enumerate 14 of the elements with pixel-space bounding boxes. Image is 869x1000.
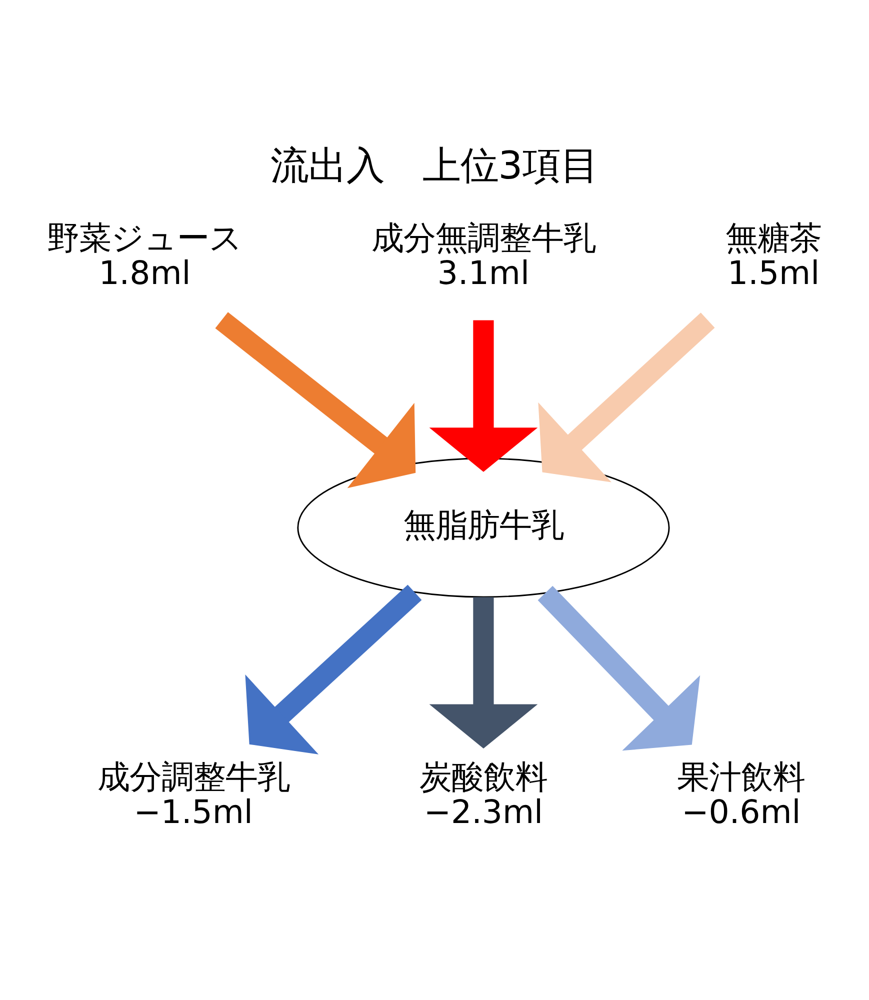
arrow	[538, 312, 715, 482]
node-ellipse: 無脂肪牛乳	[297, 457, 670, 598]
node-text: 成分無調整牛乳 3.1ml	[371, 218, 596, 292]
arrow	[429, 596, 538, 748]
diagram-title: 流出入 上位3項目	[270, 142, 599, 188]
node-text: 果汁飲料 −0.6ml	[677, 757, 806, 831]
node-text: 成分調整牛乳 −1.5ml	[97, 757, 290, 831]
node-text: 炭酸飲料 −2.3ml	[419, 757, 548, 831]
arrow	[538, 585, 700, 750]
arrow	[245, 584, 422, 754]
node-text: 無糖茶 1.5ml	[726, 218, 822, 292]
node-text: 野菜ジュース 1.8ml	[47, 218, 242, 292]
arrow	[215, 312, 416, 488]
arrow	[429, 320, 538, 472]
